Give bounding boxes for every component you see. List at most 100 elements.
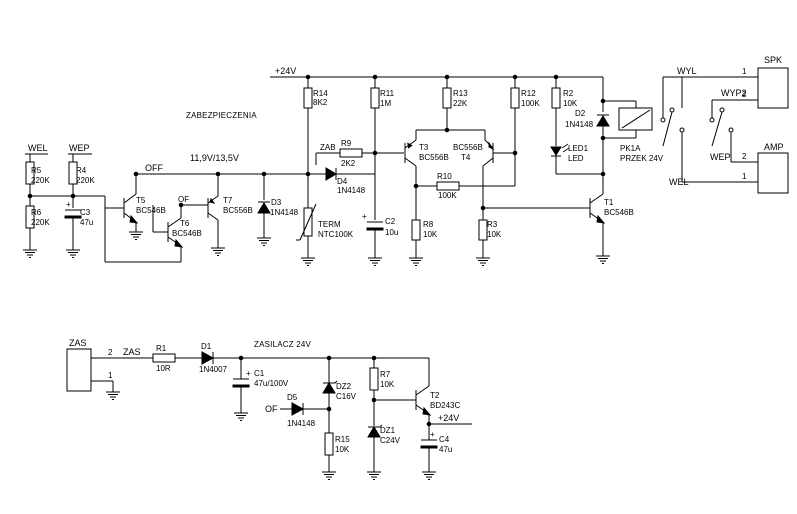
wyp2-net-label: WYP2: [721, 88, 747, 98]
r1-ref: R1: [156, 344, 167, 353]
t2-ref: T2: [430, 391, 440, 400]
r8-resistor: R8 10K: [408, 219, 438, 266]
led1-value: LED: [568, 154, 584, 163]
d1-diode: D1 1N4007: [199, 342, 429, 374]
c3-value: 47u: [80, 218, 93, 227]
amp-pin2: 2: [742, 152, 747, 161]
r1-value: 10R: [156, 364, 171, 373]
t2-value: BD243C: [430, 401, 460, 410]
dz2-zener: DZ2 C16V: [322, 358, 357, 433]
r5-value: 220K: [31, 176, 50, 185]
r11-ref: R11: [380, 89, 395, 98]
spk-pin2: 2: [742, 90, 747, 99]
wep-right-label: WEP: [710, 152, 731, 162]
t4-type: BC556B: [453, 143, 483, 152]
supply-rail: +24V: [270, 66, 603, 80]
c2-value: 10u: [385, 228, 398, 237]
r14-resistor: R14 8K2: [303, 77, 328, 196]
d4-diode: D4 1N4148: [143, 167, 375, 195]
spk-connector: SPK 1 2: [742, 55, 789, 109]
d5-ref: D5: [287, 393, 298, 402]
c4-capacitor: + C4 47u: [420, 430, 452, 480]
c3-polarity: +: [66, 200, 71, 209]
r6-ref: R6: [31, 208, 42, 217]
r2-resistor: R2 10K: [551, 77, 578, 146]
pk1-ref: PK1A: [620, 144, 641, 153]
term-thermistor: TERM NTC100K: [296, 196, 354, 266]
of-net-label-top: OF: [178, 195, 189, 204]
d4-value: 1N4148: [337, 186, 366, 195]
pk1-value: PRZEK 24V: [620, 154, 664, 163]
r3-resistor: R3 10K: [475, 207, 590, 266]
wel-net-label: WEL: [28, 143, 48, 153]
t1-value: BC546B: [604, 208, 634, 217]
c4-ref: C4: [439, 435, 450, 444]
r10-ref: R10: [437, 172, 452, 181]
r14-ref: R14: [313, 89, 328, 98]
dz1-ref: DZ1: [380, 426, 396, 435]
r15-resistor: R15 10K: [321, 432, 350, 480]
supply-rail-label: +24V: [275, 66, 296, 76]
r13-ref: R13: [453, 89, 468, 98]
d3-diode: D3 1N4148: [256, 174, 299, 246]
r7-value: 10K: [380, 380, 395, 389]
term-ref: TERM: [318, 220, 341, 229]
d2-value: 1N4148: [565, 120, 594, 129]
led1-diode: LED1 LED: [550, 143, 603, 175]
c3-ref: C3: [80, 208, 91, 217]
c4-polarity: +: [430, 430, 435, 439]
r13-resistor: R13 22K: [442, 77, 468, 130]
t4-transistor: BC556B T4: [453, 130, 515, 215]
power-supply-section-title: ZASILACZ 24V: [254, 340, 312, 349]
d3-value: 1N4148: [270, 208, 299, 217]
t6-ref: T6: [180, 219, 190, 228]
d1-ref: D1: [201, 342, 212, 351]
c1-value: 47u/100V: [254, 379, 289, 388]
spk-label: SPK: [764, 55, 782, 65]
t1-ref: T1: [604, 198, 614, 207]
r11-resistor: R11 1M: [370, 77, 395, 220]
dz2-ref: DZ2: [336, 382, 352, 391]
threshold-note: 11,9V/13,5V: [190, 153, 239, 163]
t6-transistor: T6 BC546B: [152, 204, 208, 262]
t7-value: BC556B: [223, 206, 253, 215]
zas-pin1: 1: [108, 371, 113, 380]
r3-ref: R3: [487, 220, 498, 229]
r9-ref: R9: [341, 139, 352, 148]
c1-capacitor: + C1 47u/100V: [232, 358, 289, 421]
c1-polarity: +: [246, 369, 251, 378]
spk-pin1: 1: [742, 67, 747, 76]
d3-ref: D3: [271, 198, 282, 207]
t3-ref: T3: [419, 143, 429, 152]
t7-transistor: T7 BC556B: [207, 174, 253, 256]
wep-input: WEP + R4 220K C3 47u: [64, 143, 95, 258]
d4-ref: D4: [337, 177, 348, 186]
r8-value: 10K: [423, 230, 438, 239]
zas-net-label: ZAS: [123, 347, 141, 357]
r12-resistor: R12 100K: [510, 77, 540, 186]
r4-ref: R4: [76, 166, 87, 175]
c2-ref: C2: [385, 217, 396, 226]
r12-ref: R12: [521, 89, 536, 98]
t3-transistor: T3 BC556B: [404, 130, 449, 220]
r2-value: 10K: [563, 99, 578, 108]
r7-resistor: R7 10K: [369, 358, 395, 426]
d5-diode: OF D5 1N4148: [265, 393, 329, 428]
d5-value: 1N4148: [287, 419, 316, 428]
r5-ref: R5: [31, 166, 42, 175]
r10-resistor: R10 100K: [416, 172, 515, 200]
r13-value: 22K: [453, 99, 468, 108]
r9-resistor: ZAB R9 2K2: [316, 139, 404, 168]
d1-value: 1N4007: [199, 365, 228, 374]
relay-contacts: WYL WYP2 WEL WEP: [660, 66, 758, 187]
wep-net-label: WEP: [69, 143, 90, 153]
r10-value: 100K: [438, 191, 457, 200]
zab-net-label: ZAB: [320, 143, 336, 152]
t2-transistor: T2 BD243C: [415, 358, 460, 440]
r14-value: 8K2: [313, 98, 328, 107]
zas-connector-label: ZAS: [69, 338, 87, 348]
t5-transistor: T5 BC546B: [104, 174, 166, 262]
amp-pin1: 1: [742, 172, 747, 181]
t3-value: BC556B: [419, 153, 449, 162]
